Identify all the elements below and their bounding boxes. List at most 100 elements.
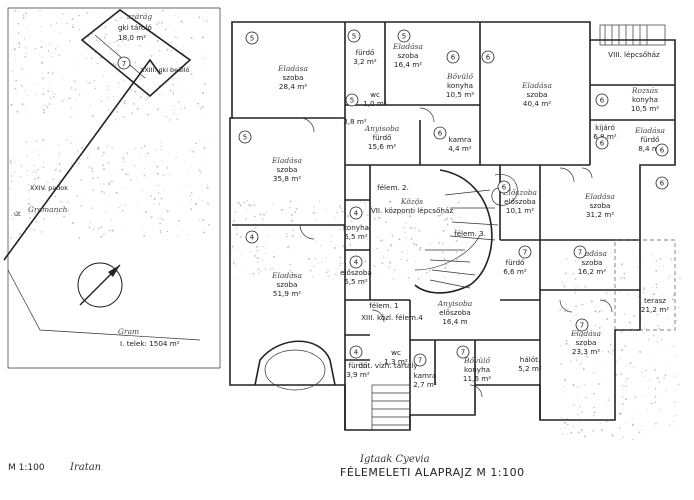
noise-dot xyxy=(429,269,431,272)
noise-dot xyxy=(26,94,28,96)
noise-dot xyxy=(672,345,675,347)
noise-dot xyxy=(605,379,607,381)
noise-dot xyxy=(678,251,680,253)
room-label: szoba xyxy=(283,73,304,82)
noise-dot xyxy=(103,168,105,171)
noise-dot xyxy=(584,384,586,386)
noise-dot xyxy=(99,148,101,150)
room-area: 6,6 m² xyxy=(503,267,527,276)
noise-dot xyxy=(652,287,654,289)
noise-dot xyxy=(26,146,28,148)
noise-dot xyxy=(198,169,201,172)
noise-dot xyxy=(297,216,299,217)
noise-dot xyxy=(642,425,644,428)
noise-dot xyxy=(622,436,624,438)
noise-dot xyxy=(593,414,595,417)
noise-dot xyxy=(389,233,391,235)
svg-text:7: 7 xyxy=(122,60,126,68)
noise-dot xyxy=(266,248,267,249)
noise-dot xyxy=(122,116,125,118)
noise-dot xyxy=(94,87,97,90)
room-area: 11,6 m² xyxy=(463,374,491,383)
noise-dot xyxy=(123,231,125,232)
noise-dot xyxy=(52,72,54,75)
room-hand: Eladása xyxy=(271,271,302,280)
noise-dot xyxy=(658,436,660,438)
plan-title: FÉLEMELETI ALAPRAJZ M 1:100 xyxy=(340,466,525,479)
noise-dot xyxy=(598,310,601,313)
noise-dot xyxy=(47,71,50,74)
unit-marker xyxy=(481,50,495,64)
noise-dot xyxy=(41,57,43,59)
noise-dot xyxy=(21,85,23,87)
unit-marker xyxy=(655,176,669,190)
noise-dot xyxy=(147,113,150,116)
noise-dot xyxy=(291,214,293,216)
noise-dot xyxy=(590,300,593,303)
noise-dot xyxy=(457,201,460,204)
noise-dot xyxy=(12,218,14,220)
noise-dot xyxy=(195,202,198,205)
noise-dot xyxy=(124,103,126,105)
room-area: 15,6 m² xyxy=(368,142,396,151)
noise-dot xyxy=(51,90,53,92)
noise-dot xyxy=(35,171,37,174)
noise-dot xyxy=(600,429,603,432)
noise-dot xyxy=(139,96,142,98)
noise-dot xyxy=(164,174,166,176)
noise-dot xyxy=(409,215,412,218)
noise-dot xyxy=(580,418,581,419)
noise-dot xyxy=(638,431,641,434)
noise-dot xyxy=(91,33,94,35)
noise-dot xyxy=(362,211,365,213)
noise-dot xyxy=(150,55,153,57)
plan-scale-left: M 1:100 xyxy=(8,463,45,473)
noise-dot xyxy=(566,257,568,260)
noise-dot xyxy=(342,223,343,224)
noise-dot xyxy=(349,243,352,246)
noise-dot xyxy=(674,401,676,404)
noise-dot xyxy=(454,228,456,231)
noise-dot xyxy=(60,19,61,20)
unit-number: 6 xyxy=(660,180,665,188)
noise-dot xyxy=(164,28,167,31)
noise-dot xyxy=(187,173,189,175)
noise-dot xyxy=(620,373,622,376)
noise-dot xyxy=(452,268,454,269)
noise-dot xyxy=(572,425,574,427)
room-label: félem. 1 xyxy=(369,301,399,310)
noise-dot xyxy=(168,15,170,16)
noise-dot xyxy=(201,191,203,192)
noise-dot xyxy=(181,85,183,87)
noise-dot xyxy=(364,202,366,204)
noise-dot xyxy=(61,99,63,102)
noise-dot xyxy=(39,53,41,55)
noise-dot xyxy=(111,180,113,183)
noise-dot xyxy=(566,417,568,420)
noise-dot xyxy=(406,259,408,262)
noise-dot xyxy=(403,226,405,229)
noise-dot xyxy=(425,271,428,274)
unit-marker xyxy=(345,93,359,107)
noise-dot xyxy=(559,428,561,430)
noise-dot xyxy=(307,257,310,260)
noise-dot xyxy=(655,304,657,306)
room-hand: Rozsás xyxy=(631,86,658,95)
unit-number: 6 xyxy=(660,147,665,155)
noise-dot xyxy=(667,277,669,279)
noise-dot xyxy=(79,191,81,193)
noise-dot xyxy=(244,218,247,221)
room-area: 10,5 m² xyxy=(631,104,659,113)
noise-dot xyxy=(21,103,24,106)
noise-dot xyxy=(321,262,323,264)
noise-dot xyxy=(35,95,37,97)
room-label: szoba xyxy=(582,258,603,267)
noise-dot xyxy=(78,14,80,17)
room-label: szoba xyxy=(576,338,597,347)
noise-dot xyxy=(173,93,175,95)
noise-dot xyxy=(408,273,409,274)
noise-dot xyxy=(28,189,29,190)
noise-dot xyxy=(141,188,143,190)
noise-dot xyxy=(580,348,582,350)
noise-dot xyxy=(72,79,74,82)
